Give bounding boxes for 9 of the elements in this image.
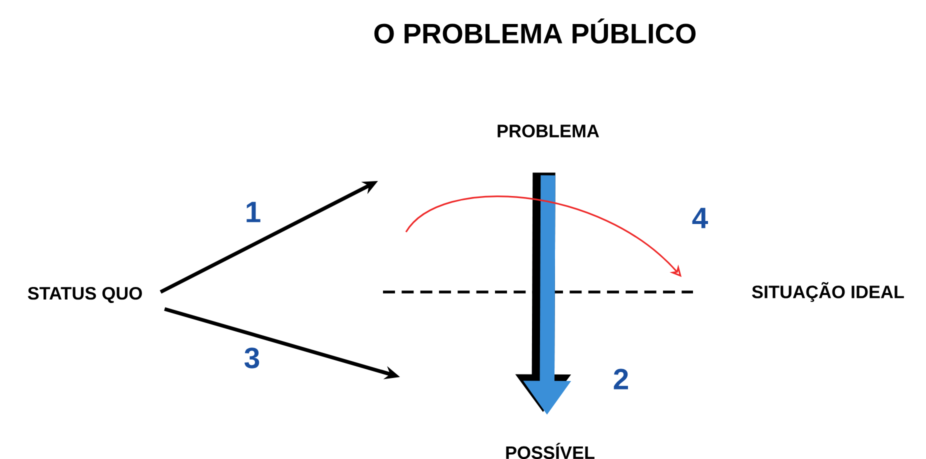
edge-label: 4 bbox=[692, 208, 708, 228]
node-label: POSSÍVEL bbox=[506, 442, 594, 459]
edge-label: 3 bbox=[244, 348, 260, 368]
edge-label: 2 bbox=[614, 368, 628, 390]
node-label: PROBLEMA bbox=[498, 124, 600, 138]
node-label: STATUS QUO bbox=[28, 286, 142, 304]
edge-label: 1 bbox=[246, 202, 260, 222]
title: O PROBLEMA PÚBLICO bbox=[374, 18, 696, 44]
node-label: SITUAÇÃO IDEAL bbox=[752, 282, 904, 302]
